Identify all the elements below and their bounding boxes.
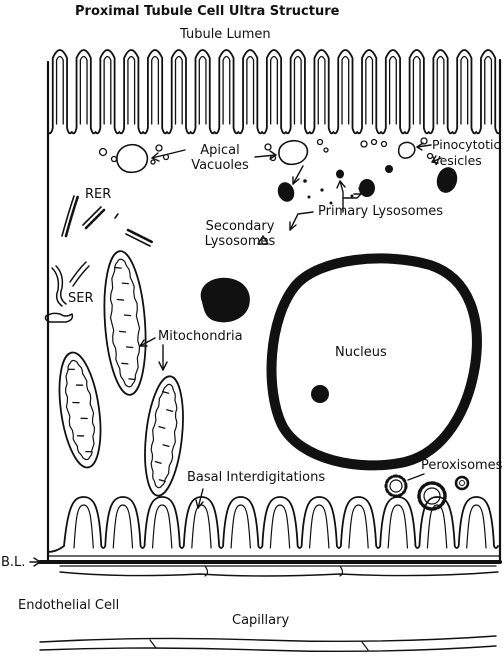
label-ser: SER [68,291,94,306]
mitochondrion [140,374,188,497]
capillary-junction-1 [150,640,156,648]
label-capillary: Capillary [232,613,289,628]
label-pinocytotic-vesicles: Pinocytotic Vesicles [432,137,504,169]
label-endothelial-cell: Endothelial Cell [18,598,119,613]
apical-vacuole-3 [399,142,415,158]
label-basal-lamina: B.L. [1,555,25,570]
label-secondary-lysosomes: Secondary Lysosomes [194,219,286,249]
capillary-wall-bottom [40,646,496,651]
label-apical-vacuoles: Apical Vacuoles [184,143,256,173]
capillary-junction-2 [362,642,368,650]
rough-er [62,196,152,246]
label-rer: RER [85,187,111,202]
capillary-wall-top [40,636,496,642]
microvilli-inner-outline [57,57,492,125]
mitochondrion [100,250,150,396]
pinocytotic-vesicles [100,138,433,164]
label-nucleus: Nucleus [335,345,387,360]
mitochondria-group [53,250,188,498]
label-peroxisomes: Peroxisomes [421,458,502,473]
basal-interdigitations [48,497,498,552]
label-mitochondria: Mitochondria [158,329,243,344]
apical-vacuole-2 [279,141,308,165]
label-basal-interdigitations: Basal Interdigitations [187,470,325,485]
diagram-title: Proximal Tubule Cell Ultra Structure [75,4,339,19]
nucleus-envelope [272,258,477,465]
apical-vacuole-1 [117,145,148,173]
label-tubule-lumen: Tubule Lumen [180,27,271,42]
apical-microvilli [48,50,500,133]
nucleolus [311,385,329,403]
secondary-lysosome [201,278,250,323]
endothelial-cell-bottom [60,572,498,576]
mitochondrion [53,350,107,470]
primary-lysosomes [275,165,460,205]
label-primary-lysosomes: Primary Lysosomes [318,204,443,219]
microvilli-outline [48,50,500,133]
